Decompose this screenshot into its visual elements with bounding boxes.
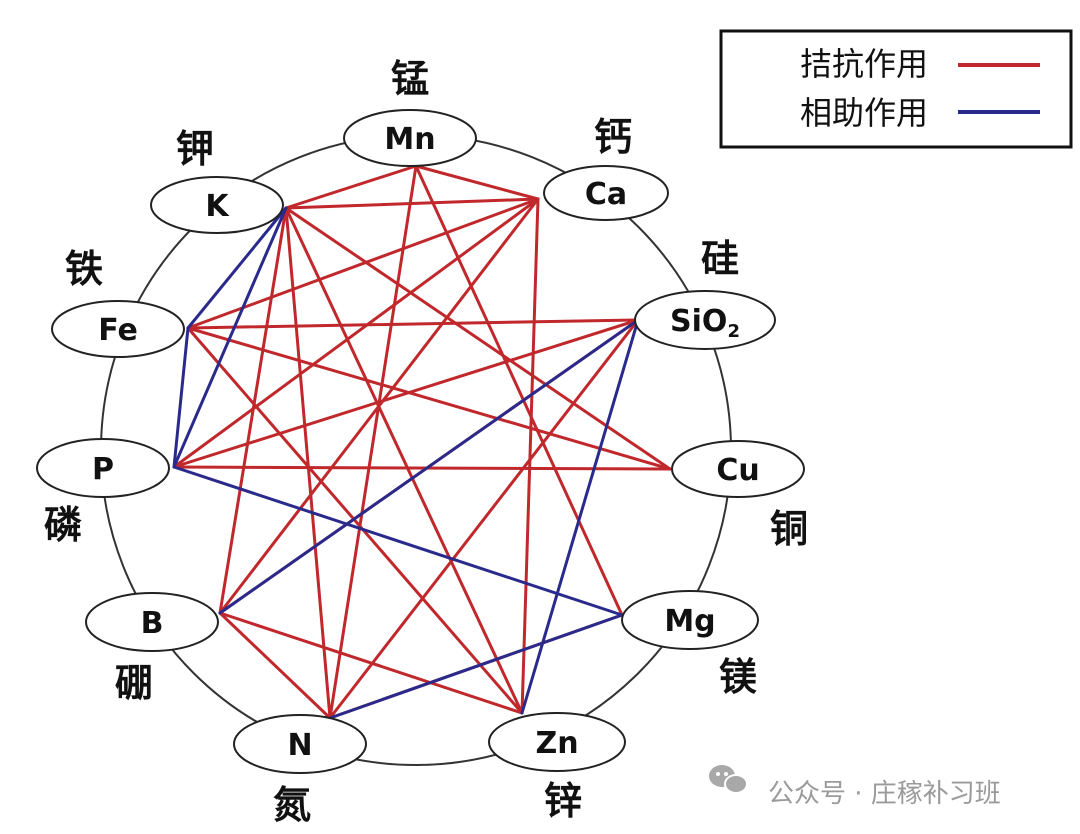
node-name-mn: 锰 <box>391 57 429 101</box>
node-b: B硼 <box>85 592 219 705</box>
node-name-k: 钾 <box>176 127 214 171</box>
node-name-b: 硼 <box>115 661 153 705</box>
node-symbol-k: K <box>205 189 230 224</box>
synergy-link-k-p <box>172 206 288 469</box>
node-name-sio2: 硅 <box>701 237 739 281</box>
antagonism-link-k-zn <box>284 206 524 715</box>
node-mg: Mg镁 <box>621 590 759 699</box>
synergy-link-k-fe <box>186 206 288 330</box>
node-zn: Zn 锌 <box>488 712 626 823</box>
synergy-link-p-mg <box>172 465 624 617</box>
node-symbol-p: P <box>92 452 114 487</box>
node-mn: Mn 锰 <box>343 57 477 167</box>
node-oval-mn <box>343 109 477 167</box>
antagonism-link-b-n <box>218 611 332 720</box>
antagonism-link-ca-zn <box>520 197 540 715</box>
antagonism-link-k-n <box>284 206 332 720</box>
antagonism-link-p-cu <box>172 465 672 471</box>
node-name-ca: 钙 <box>594 115 632 159</box>
antagonism-link-mn-k <box>284 164 418 210</box>
node-k: K钾 <box>150 127 284 234</box>
synergy-link-b-sio2 <box>218 318 640 615</box>
node-oval-sio2 <box>634 290 776 350</box>
antagonism-link-mn-mg <box>414 164 624 617</box>
node-name-mg: 镁 <box>719 655 757 699</box>
legend-box <box>719 29 1073 149</box>
antagonism-link-fe-cu <box>186 326 672 471</box>
antagonism-link-p-sio2 <box>172 318 640 469</box>
node-oval-p <box>36 438 170 498</box>
node-symbol-zn: Zn <box>535 726 578 761</box>
wechat-icon <box>709 765 748 794</box>
node-cu: Cu 铜 <box>671 440 808 551</box>
node-oval-cu <box>671 440 805 498</box>
antagonism-link-sio2-n <box>328 318 640 720</box>
node-symbol-ca: Ca <box>585 177 627 212</box>
node-oval-k <box>150 176 284 234</box>
node-oval-fe <box>51 300 185 358</box>
node-p: P磷 <box>36 438 170 547</box>
node-oval-ca <box>543 165 669 221</box>
antagonism-link-fe-sio2 <box>186 318 640 330</box>
synergy-links <box>172 206 640 720</box>
node-ca: Ca 钙 <box>543 115 669 221</box>
antagonism-link-ca-b <box>218 197 540 615</box>
node-symbol-cu: Cu <box>716 453 759 488</box>
node-name-p: 磷 <box>44 503 82 547</box>
synergy-link-n-mg <box>328 613 624 720</box>
antagonism-link-k-ca <box>284 197 540 210</box>
node-symbol-mg: Mg <box>664 604 715 639</box>
antagonism-link-b-zn <box>218 611 524 715</box>
node-oval-b <box>85 592 219 652</box>
legend-antagonism-label: 拮抗作用 <box>800 45 928 83</box>
antagonism-link-mn-n <box>328 164 418 720</box>
node-sio2: SiO2 硅 <box>634 237 776 350</box>
node-name-fe: 铁 <box>65 247 103 291</box>
node-name-zn: 锌 <box>544 779 582 823</box>
node-oval-zn <box>488 712 626 772</box>
watermark-text: 公众号 · 庄稼补习班 <box>768 779 1001 809</box>
node-fe: Fe 铁 <box>51 247 185 358</box>
node-name-n: 氮 <box>273 783 311 827</box>
node-n: N氮 <box>233 714 367 827</box>
node-symbol-fe: Fe <box>98 313 138 348</box>
synergy-link-sio2-zn <box>520 318 640 715</box>
antagonism-link-mn-ca <box>414 164 540 201</box>
antagonism-link-ca-p <box>172 197 540 469</box>
synergy-link-fe-p <box>172 326 190 469</box>
legend-synergy-label: 相助作用 <box>800 94 928 132</box>
node-oval-n <box>233 714 367 774</box>
node-symbol-sio2: SiO2 <box>670 304 740 342</box>
antagonism-links <box>172 164 672 720</box>
watermark: 公众号 · 庄稼补习班 <box>709 765 1001 809</box>
node-oval-mg <box>621 590 759 650</box>
node-symbol-n: N <box>287 728 312 763</box>
legend: 拮抗作用 相助作用 <box>719 29 1073 149</box>
node-symbol-mn: Mn <box>384 122 435 157</box>
node-name-cu: 铜 <box>770 507 808 551</box>
antagonism-link-fe-zn <box>186 326 524 715</box>
node-symbol-b: B <box>141 606 164 641</box>
antagonism-link-ca-fe <box>186 197 540 330</box>
